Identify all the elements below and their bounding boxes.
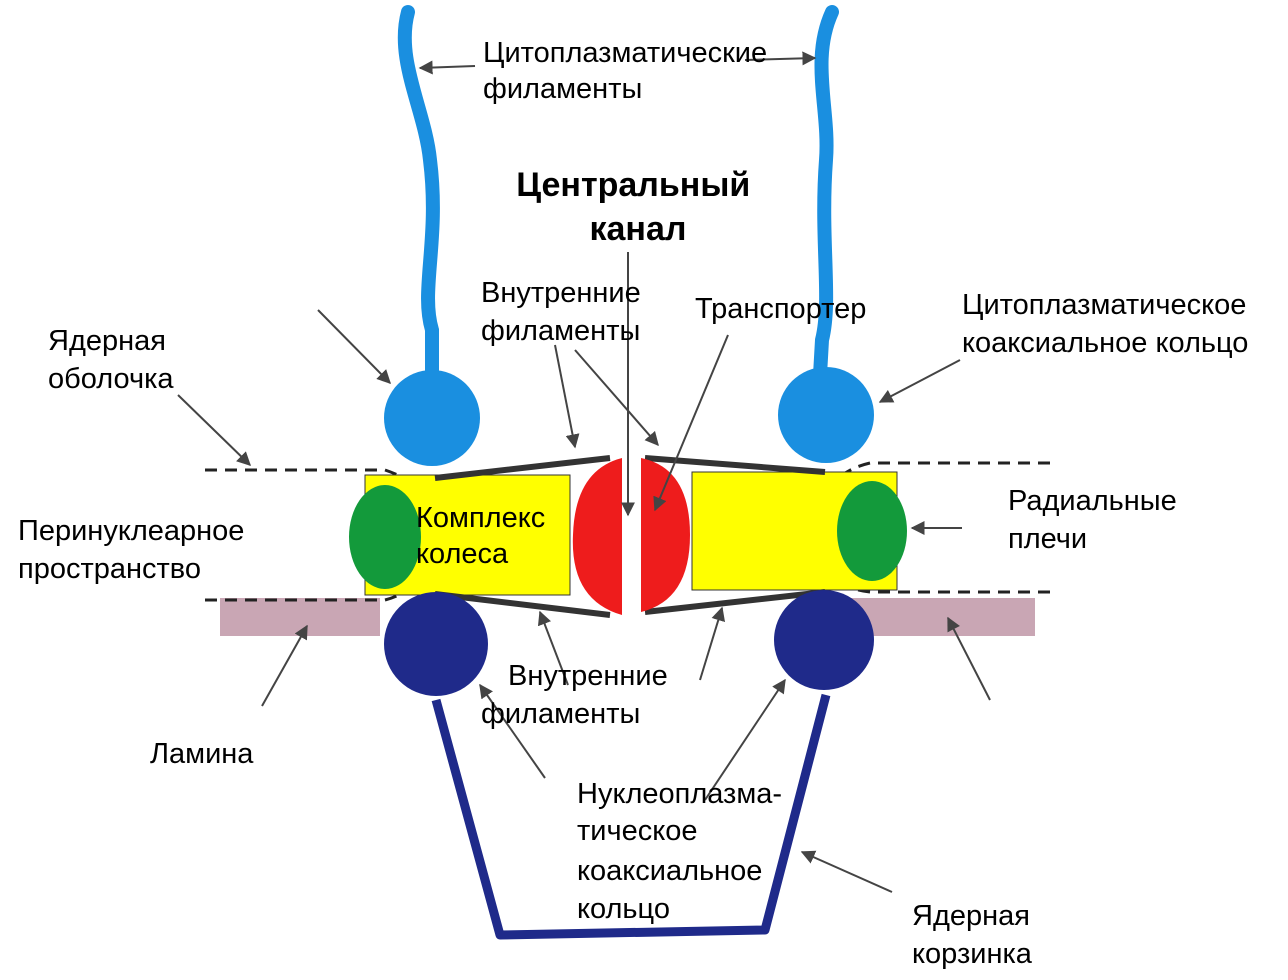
label-radial-arms: Радиальные плечи [1008,485,1185,555]
label-inner-filaments-bottom: Внутренние филаменты [481,660,676,730]
label-central-channel: Центральный канал [516,166,759,248]
label-lamina: Ламина [150,738,254,770]
nucleoplasmic-ring-right [774,590,874,690]
label-nucleoplasmic-ring: Нуклеоплазма- тическое коаксиальное коль… [577,778,790,925]
cytoplasmic-ring-right [778,367,874,463]
radial-arm-right [837,481,907,581]
transporter-right [641,458,690,612]
label-cytoplasmic-filaments: Цитоплазматические филаменты [483,37,775,105]
label-perinuclear-space: Перинуклеарное пространство [18,515,252,585]
radial-arm-left [349,485,421,589]
cytoplasmic-ring-left [384,370,480,466]
transporter-left [573,458,622,615]
lamina-band-right [850,598,1035,636]
label-transporter: Транспортер [695,293,866,325]
label-nuclear-envelope: Ядерная оболочка [48,325,174,395]
label-nuclear-basket: Ядерная корзинка [912,900,1038,970]
label-cytoplasmic-ring: Цитоплазматическое коаксиальное кольцо [962,289,1254,359]
lamina-band-left [220,598,380,636]
label-inner-filaments-top: Внутренние филаменты [481,277,649,347]
nucleoplasmic-ring-left [384,592,488,696]
